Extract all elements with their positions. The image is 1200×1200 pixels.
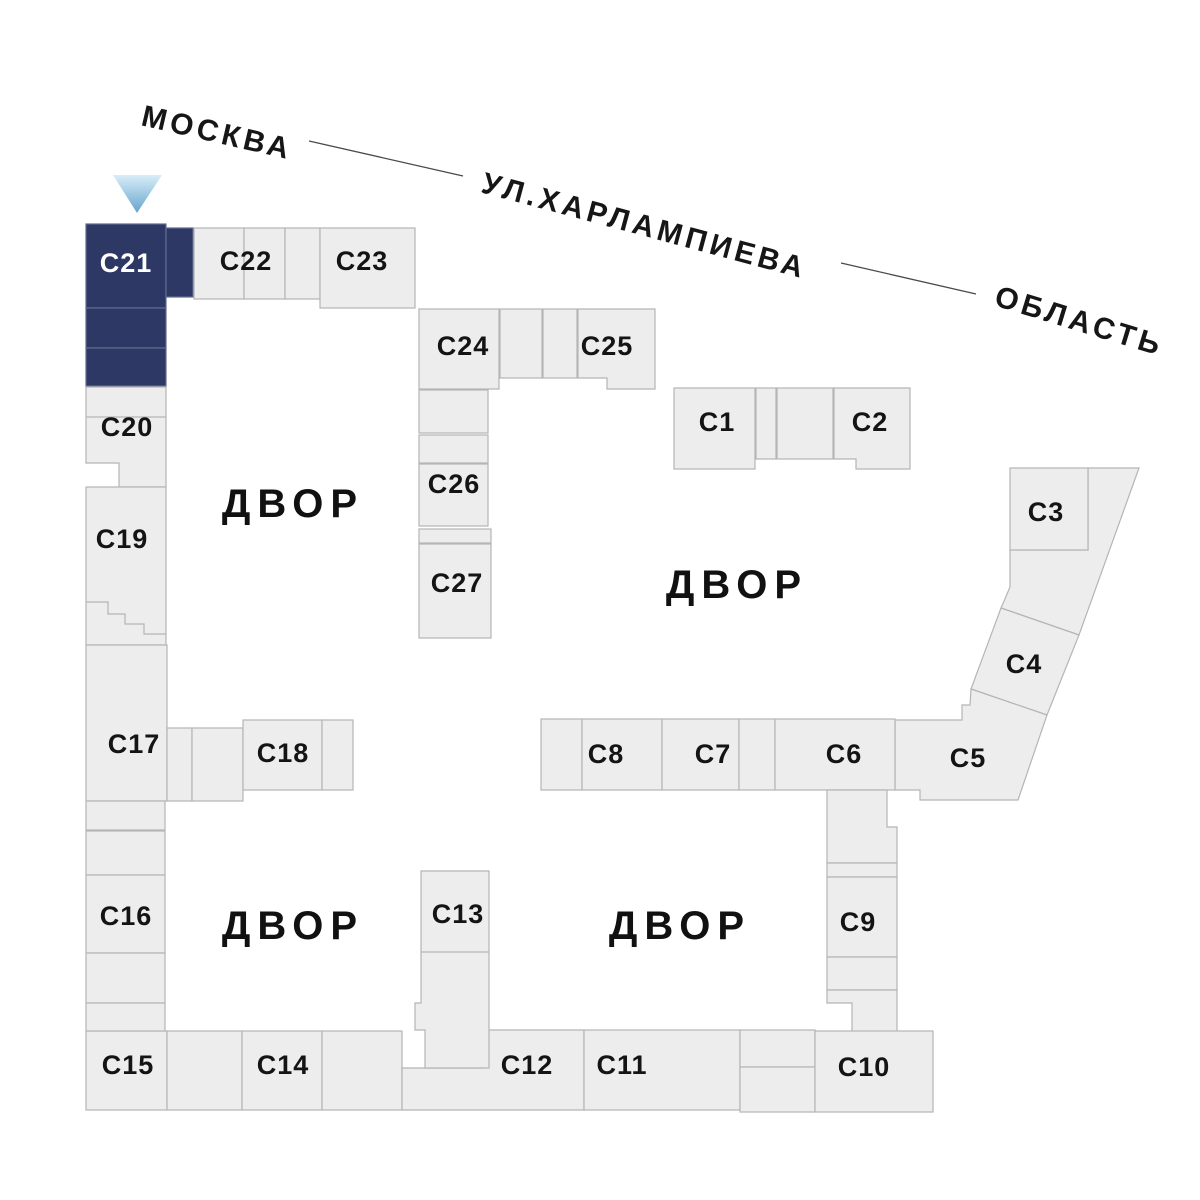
- building-c2-label: С2: [852, 407, 889, 437]
- building-c16-label: С16: [100, 901, 153, 931]
- selected-building-arrow-icon: [113, 175, 162, 213]
- building-c21-label: С21: [100, 248, 153, 278]
- building-c23-label: С23: [336, 246, 389, 276]
- building-c18-label: С18: [257, 738, 310, 768]
- building-c3[interactable]: С3: [1000, 467, 1140, 636]
- courtyard-top-left-label: ДВОР: [222, 482, 364, 526]
- building-c13-label: С13: [432, 899, 485, 929]
- courtyard-bottom-left-label: ДВОР: [222, 904, 364, 948]
- building-c13[interactable]: С13: [414, 870, 490, 1069]
- building-c9[interactable]: С9: [826, 876, 898, 1033]
- building-c27-label: С27: [431, 568, 484, 598]
- building-c20-label: С20: [101, 412, 154, 442]
- building-c19-label: С19: [96, 524, 149, 554]
- building-c24-label: С24: [437, 331, 490, 361]
- street-line-right: [840, 262, 977, 295]
- building-c24[interactable]: С24: [418, 308, 578, 390]
- street-name-label: УЛ.ХАРЛАМПИЕВА: [478, 167, 810, 286]
- building-c23[interactable]: С23: [319, 227, 416, 309]
- courtyard-bottom-right-label: ДВОР: [609, 904, 751, 948]
- building-c21[interactable]: С21: [85, 223, 194, 387]
- building-c14-label: С14: [257, 1050, 310, 1080]
- building-c15-label: С15: [102, 1050, 155, 1080]
- building-c11[interactable]: С11: [583, 1029, 816, 1113]
- building-c25[interactable]: С25: [577, 308, 656, 390]
- building-c3-label: С3: [1028, 497, 1065, 527]
- building-c5-label: С5: [950, 743, 987, 773]
- building-c4[interactable]: С4: [970, 607, 1080, 716]
- building-c14[interactable]: С14: [241, 1030, 403, 1111]
- building-c27[interactable]: С27: [418, 528, 492, 639]
- building-c18[interactable]: С18: [242, 719, 354, 791]
- building-c26[interactable]: С26: [418, 389, 489, 527]
- building-c15[interactable]: С15: [85, 1030, 243, 1111]
- building-c7-label: С7: [695, 739, 732, 769]
- building-c26-label: С26: [428, 469, 481, 499]
- building-c6[interactable]: С6: [774, 718, 898, 878]
- building-c22-label: С22: [220, 246, 273, 276]
- building-c8-label: С8: [588, 739, 625, 769]
- building-c8[interactable]: С8: [540, 718, 663, 791]
- street-from-label: МОСКВА: [138, 100, 296, 167]
- building-c1[interactable]: С1: [673, 387, 834, 470]
- building-c10-label: С10: [838, 1052, 891, 1082]
- building-c6-label: С6: [826, 739, 863, 769]
- building-c16[interactable]: С16: [85, 874, 166, 1032]
- courtyard-labels: ДВОР ДВОР ДВОР ДВОР: [222, 482, 808, 948]
- building-c22[interactable]: С22: [193, 227, 321, 300]
- building-c19[interactable]: С19: [85, 486, 167, 646]
- building-c17-label: С17: [108, 729, 161, 759]
- building-c1-label: С1: [699, 407, 736, 437]
- building-c11-label: С11: [596, 1050, 647, 1080]
- building-c2[interactable]: С2: [833, 387, 911, 470]
- building-c7[interactable]: С7: [661, 718, 776, 791]
- building-c4-label: С4: [1006, 649, 1043, 679]
- building-c20[interactable]: С20: [85, 386, 167, 488]
- courtyard-top-right-label: ДВОР: [666, 563, 808, 607]
- building-c25-label: С25: [581, 331, 634, 361]
- street-line-left: [308, 140, 464, 177]
- building-c9-label: С9: [840, 907, 877, 937]
- building-c17[interactable]: С17: [85, 644, 244, 876]
- street-to-label: ОБЛАСТЬ: [991, 280, 1168, 363]
- building-c12-label: С12: [501, 1050, 554, 1080]
- building-c10[interactable]: С10: [814, 1030, 934, 1113]
